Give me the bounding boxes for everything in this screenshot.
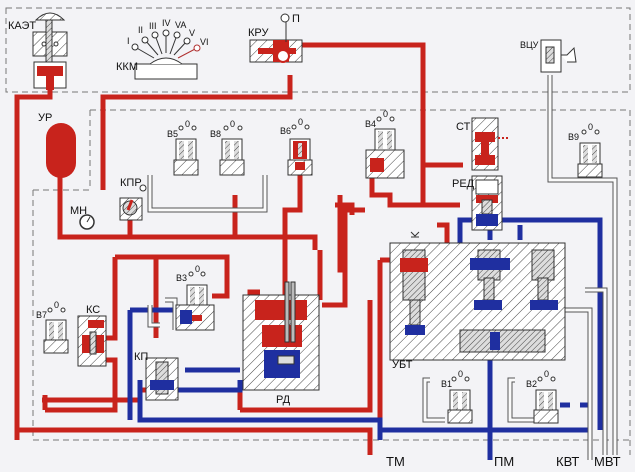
kru-label: КРУ	[248, 27, 270, 39]
kru-handle-label: П	[292, 13, 300, 25]
valve-v2[interactable]: 0 В2	[526, 369, 559, 424]
valve-v1[interactable]: 0 В1	[441, 369, 473, 424]
v4-zero: 0	[383, 109, 388, 119]
v1-label: В1	[441, 379, 452, 389]
ur-reservoir: УР	[38, 112, 76, 178]
atmosphere-lines	[147, 75, 618, 460]
kkm-pos-1: I	[127, 36, 130, 46]
vcu-valve[interactable]: ВЦУ	[520, 39, 577, 73]
pm-label: ПМ	[494, 454, 514, 469]
kkm-pos-4: IV	[162, 18, 171, 28]
v9-zero: 0	[588, 122, 593, 132]
st-label: СТ	[456, 121, 471, 133]
v6-zero: 0	[298, 117, 303, 127]
rd-regulator[interactable]: РД	[242, 281, 320, 406]
kkm-pos-3: III	[149, 21, 157, 31]
tm-label: ТМ	[386, 454, 405, 469]
vcu-label: ВЦУ	[520, 40, 539, 50]
ubt-label: УБТ	[392, 359, 413, 371]
mvt-label: МВТ	[594, 454, 621, 469]
v7-label: В7	[36, 310, 47, 320]
v6-label: В6	[280, 126, 291, 136]
valve-v4[interactable]: 0 В4	[365, 109, 405, 179]
dashed-boundaries	[5, 7, 631, 455]
kpr-valve[interactable]: КПР	[119, 177, 147, 221]
st-valve[interactable]: СТ	[456, 117, 510, 171]
rd-label: РД	[276, 394, 291, 406]
kkm-controller[interactable]: I II III IV VA V VI ККМ	[116, 18, 209, 80]
kkm-pos-5: V	[189, 28, 195, 38]
kkm-pos-6: VI	[200, 37, 209, 47]
v3-label: В3	[176, 273, 187, 283]
kaet-valve[interactable]: КАЭТ	[8, 12, 68, 90]
v1-zero: 0	[458, 369, 463, 379]
red-label: РЕД	[452, 178, 475, 190]
mn-gauge: МН	[70, 205, 95, 230]
v8-zero: 0	[230, 119, 235, 129]
red-valve[interactable]: РЕД	[452, 175, 503, 231]
v3-zero: 0	[195, 264, 200, 274]
ur-label: УР	[38, 112, 52, 124]
valve-v9[interactable]: 0 В9	[568, 122, 603, 178]
v2-zero: 0	[544, 369, 549, 379]
kkm-label: ККМ	[116, 61, 138, 73]
kkm-pos-va: VA	[175, 20, 186, 30]
v5-label: В5	[167, 129, 178, 139]
v5-zero: 0	[185, 119, 190, 129]
mn-label: МН	[70, 205, 87, 217]
v7-zero: 0	[54, 300, 59, 310]
ubt-block[interactable]: УБТ	[389, 231, 566, 371]
v8-label: В8	[210, 129, 221, 139]
outputs: ТМ ПМ КВТ МВТ	[386, 454, 621, 469]
v2-label: В2	[526, 379, 537, 389]
valve-v6[interactable]: 0 В6	[280, 117, 313, 176]
kaet-label: КАЭТ	[8, 20, 36, 32]
kpr-label: КПР	[120, 177, 142, 189]
ks-label: КС	[86, 304, 100, 316]
kru-valve[interactable]: П КРУ	[248, 13, 303, 63]
valve-v5[interactable]: 0 В5	[167, 119, 199, 176]
kvt-label: КВТ	[556, 454, 579, 469]
valve-v8[interactable]: 0 В8	[210, 119, 245, 176]
main-reservoir-lines	[14, 42, 463, 455]
kp-label: КП	[134, 351, 148, 363]
v4-label: В4	[365, 119, 376, 129]
valve-v3[interactable]: 0 В3	[175, 264, 215, 331]
ks-valve[interactable]: КС	[77, 304, 107, 367]
kkm-pos-2: II	[138, 25, 143, 35]
kp-valve[interactable]: КП	[134, 351, 179, 401]
v9-label: В9	[568, 132, 579, 142]
valve-v7[interactable]: 0 В7	[36, 300, 69, 354]
